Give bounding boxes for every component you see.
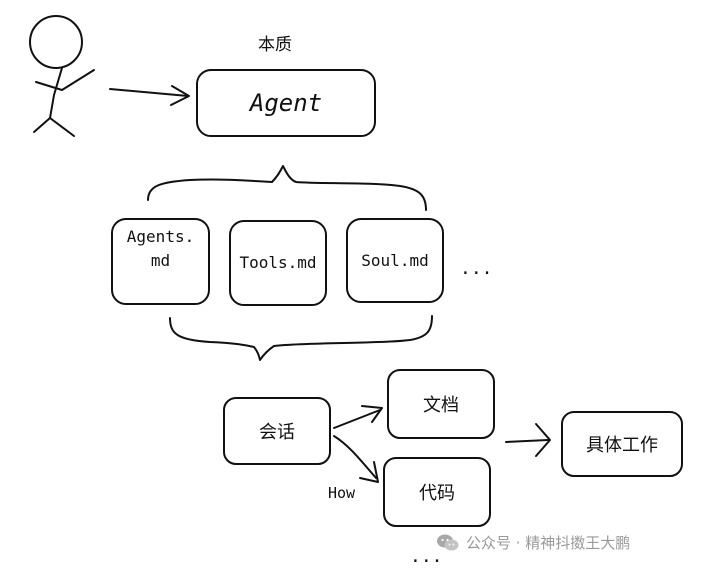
- arrow-to-document: [333, 405, 383, 429]
- file-agents-line2: md: [150, 251, 171, 270]
- arrow-to-code: [333, 435, 379, 483]
- agent-box-label: Agent: [249, 89, 323, 117]
- watermark-text: 公众号 · 精神抖擞王大鹏: [466, 534, 631, 552]
- bottom-ellipsis: ...: [410, 546, 443, 567]
- upper-brace: [147, 165, 427, 211]
- document-box: [387, 369, 495, 439]
- arrow-figure-to-agent: [109, 85, 190, 106]
- file-box-tools: [229, 220, 327, 306]
- result-label: 具体工作: [586, 435, 658, 456]
- agent-box: [196, 69, 376, 137]
- conversation-label: 会话: [259, 422, 295, 443]
- result-box: [561, 411, 683, 477]
- watermark: 公众号 · 精神抖擞王大鹏: [436, 532, 630, 553]
- arrow-to-result: [505, 423, 551, 457]
- file-box-soul: [346, 218, 444, 303]
- document-label: 文档: [423, 395, 459, 416]
- code-label: 代码: [419, 483, 455, 504]
- conversation-box: [223, 397, 331, 465]
- code-box: [383, 457, 491, 527]
- lower-brace: [169, 315, 433, 361]
- how-label: How: [328, 484, 356, 502]
- file-tools-label: Tools.md: [239, 253, 317, 272]
- file-agents-line1: Agents.: [126, 227, 195, 246]
- wechat-icon: [436, 533, 460, 553]
- file-box-agents: [111, 218, 210, 305]
- stick-figure-icon: [29, 15, 95, 137]
- file-soul-label: Soul.md: [361, 250, 429, 270]
- files-ellipsis: ...: [460, 258, 493, 279]
- top-label: 本质: [258, 35, 292, 55]
